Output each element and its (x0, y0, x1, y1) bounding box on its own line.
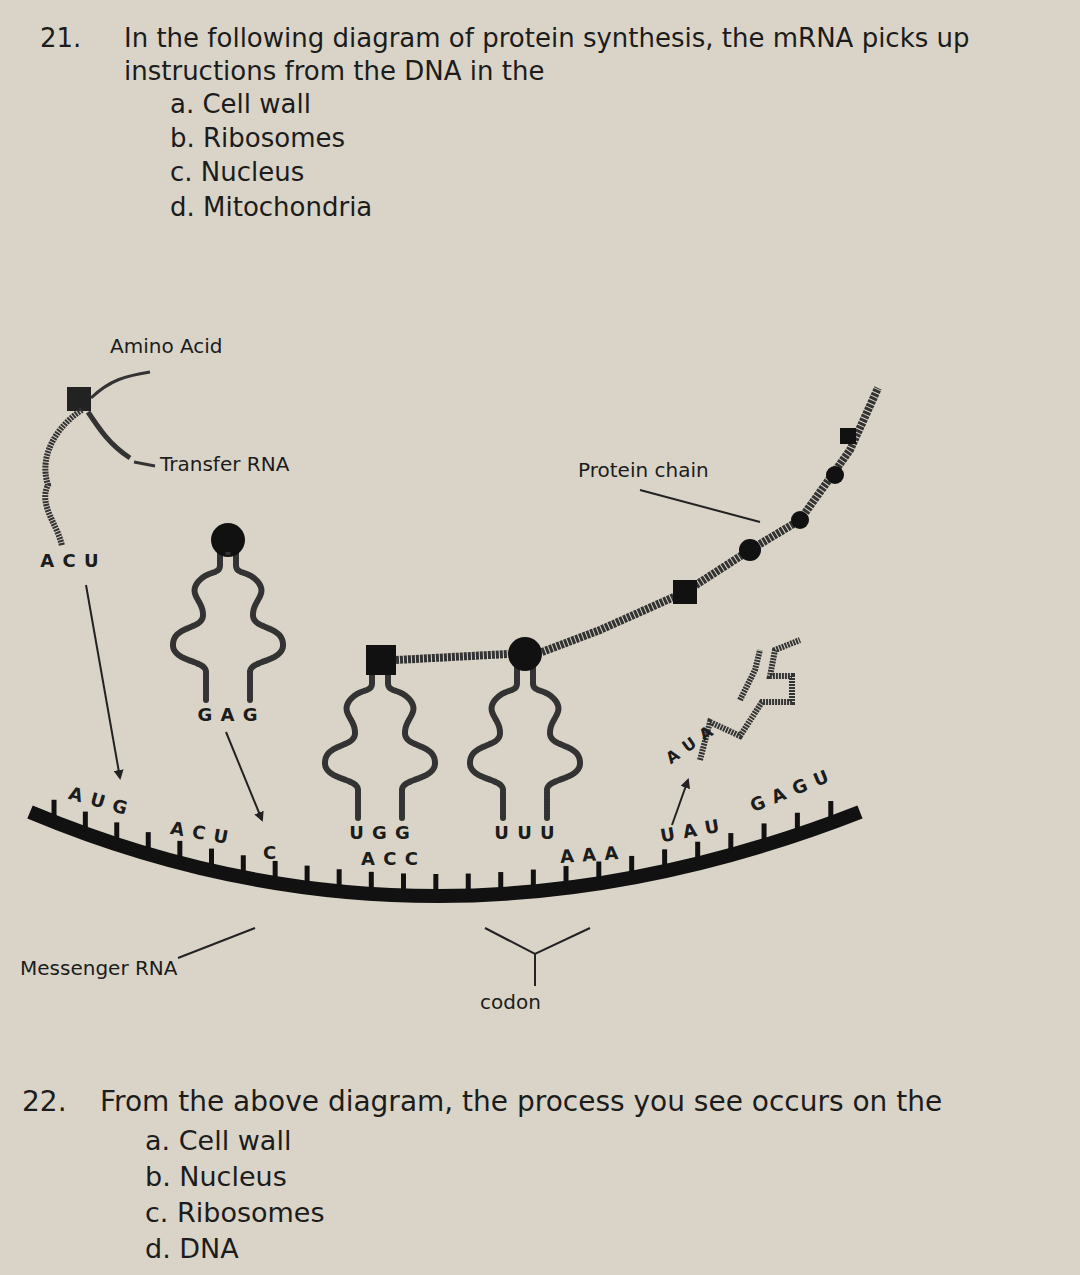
answer-option: a. Cell wall (145, 1124, 291, 1158)
mrna-bases: A C C (361, 848, 419, 871)
protein-chain (396, 388, 878, 660)
amino-acid-circle (508, 637, 542, 671)
trna-leader (134, 462, 155, 466)
question-number: 21. (40, 22, 81, 55)
mrna-leader (178, 928, 255, 958)
mrna-bases: C (263, 842, 277, 865)
amino-acid-square (67, 387, 91, 411)
part-label: Messenger RNA (20, 956, 178, 981)
anticodon: A C U (40, 550, 99, 573)
anticodon: U G G (349, 822, 411, 845)
mrna-bases: G A G U (747, 765, 833, 817)
anticodon: U U U (494, 822, 555, 845)
part-label: Protein chain (578, 458, 709, 483)
protein-leader (640, 490, 760, 522)
departing-trna (700, 640, 800, 760)
question-text: In the following diagram of protein synt… (124, 22, 1034, 87)
trna-strand (88, 412, 130, 458)
part-label: Transfer RNA (160, 452, 289, 477)
amino-leader (91, 372, 150, 398)
answer-option: c. Nucleus (170, 156, 304, 189)
mrna-bases: A U G (66, 782, 131, 820)
amino-acid-square (673, 580, 697, 604)
question-text: From the above diagram, the process you … (100, 1084, 942, 1119)
mrna-bases: U A U (658, 815, 722, 848)
answer-option: d. Mitochondria (170, 191, 372, 224)
anticodon: A U A (662, 721, 718, 768)
answer-option: c. Ribosomes (145, 1196, 325, 1230)
trna-strand (45, 410, 82, 546)
codon-bracket (485, 928, 590, 986)
base-ticks (54, 800, 831, 890)
answer-option: b. Nucleus (145, 1160, 287, 1194)
arrow (86, 585, 120, 778)
anticodon: G A G (197, 704, 258, 727)
arrow (672, 780, 688, 825)
part-label: codon (480, 990, 541, 1015)
answer-option: a. Cell wall (170, 88, 311, 121)
answer-option: b. Ribosomes (170, 122, 345, 155)
mrna-strand (30, 812, 860, 896)
amino-acid-circle (211, 523, 245, 557)
answer-option: d. DNA (145, 1232, 239, 1266)
part-label: Amino Acid (110, 334, 223, 359)
arrow (226, 732, 262, 820)
question-number: 22. (22, 1084, 67, 1119)
mrna-bases: A A A (560, 842, 621, 869)
amino-acid-square (366, 645, 396, 675)
